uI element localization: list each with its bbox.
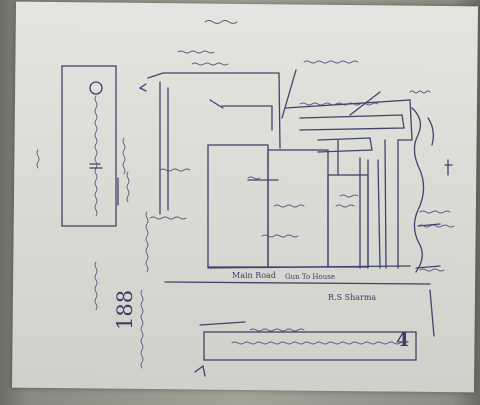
top-scribble (204, 20, 238, 24)
wavy-boundary (411, 107, 425, 273)
plot-four-label: 4 (396, 329, 410, 351)
bottom-plot-box (203, 331, 417, 361)
vertical-scribble-1 (94, 95, 98, 217)
house-block-2 (267, 149, 329, 268)
main-road-line (207, 265, 411, 269)
left-label-box (61, 65, 117, 227)
house-block-3 (327, 174, 369, 268)
plot-top-boundary (147, 72, 281, 149)
right-structure-outline (284, 99, 413, 269)
circled-number-left (89, 81, 103, 95)
plot-number-label: 188 (113, 289, 137, 330)
road-to-house-label: Gun To House (285, 273, 335, 281)
main-road-label: Main Road (232, 271, 276, 280)
owner-name-label: R.S Sharma (328, 293, 377, 302)
house-block-1 (207, 144, 269, 268)
